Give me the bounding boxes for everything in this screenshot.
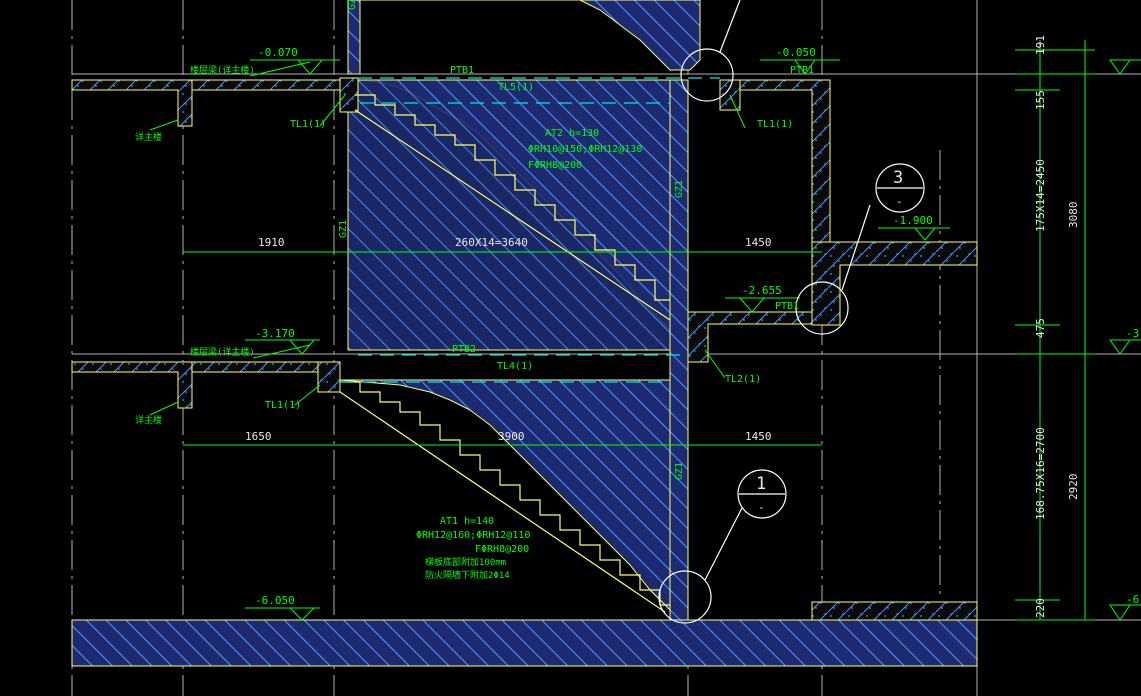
label-ptb2: PTB2 <box>452 344 476 355</box>
elev-mid-left: -3.170 <box>255 327 295 340</box>
stair-profiles <box>339 94 671 613</box>
dim-1650: 1650 <box>245 430 272 443</box>
dim-3900: 3900 <box>498 430 525 443</box>
at1-line-3: FΦRH8@200 <box>475 544 529 555</box>
dim-1450-top: 1450 <box>745 236 772 249</box>
elevation-markers <box>245 59 1141 621</box>
detail-circles <box>658 0 925 624</box>
label-tl4: TL4(1) <box>497 361 533 372</box>
at2-line-3: FΦRH8@200 <box>528 160 582 171</box>
dim-191: 191 <box>1034 35 1047 55</box>
at1-line-5: 防火隔墙下附加2Φ14 <box>425 569 510 581</box>
dim-3080: 3080 <box>1067 202 1080 229</box>
at1-line-4: 梯板底部附加100mm <box>425 556 506 568</box>
elev-mid-right-upper: -1.900 <box>893 214 933 227</box>
dim-475: 475 <box>1034 318 1047 338</box>
label-floor-note-mid: 楼层梁(详主楼) <box>190 346 255 358</box>
detail-mark-3-number: 3 <box>893 168 903 188</box>
dim-upper-riser: 175X14=2450 <box>1034 159 1047 232</box>
label-tl1-b: TL1(1) <box>757 119 793 130</box>
elev-edge-mid: -3.1 <box>1126 327 1141 340</box>
label-tl1-c: TL1(1) <box>265 400 301 411</box>
dim-lower-riser: 168.75X16=2700 <box>1034 427 1047 520</box>
elevation-texts: -0.070 -0.050 -1.900 -2.655 -3.170 -6.05… <box>255 46 1141 607</box>
label-tl2: TL2(1) <box>725 374 761 385</box>
detail-mark-1-number: 1 <box>756 474 766 494</box>
dim-upper-stair-run: 260X14=3640 <box>455 236 528 249</box>
beam-dashes <box>340 77 720 383</box>
at1-line-1: AT1 h=140 <box>440 516 494 527</box>
stair-note-at1: AT1 h=140 ΦRH12@160;ΦRH12@110 FΦRH8@200 … <box>416 516 530 581</box>
dim-1450-bottom: 1450 <box>745 430 772 443</box>
dim-220: 220 <box>1034 598 1047 618</box>
label-floor-note-top: 楼层梁(详主楼) <box>190 64 255 76</box>
dimension-texts: 1910 1450 260X14=3640 1650 3900 1450 191… <box>245 35 1080 618</box>
dim-155: 155 <box>1034 90 1047 110</box>
detail-mark-3-sub: - <box>896 195 903 208</box>
label-gz1-d: GZ1 <box>347 0 358 10</box>
at2-line-2: ΦRH10@150;ΦRH12@130 <box>528 144 642 155</box>
label-gz1-a: GZ1 <box>674 180 685 198</box>
label-main-note-mid: 详主楼 <box>135 414 162 426</box>
label-ptb1-top: PTB1 <box>450 65 474 76</box>
label-ptb1-landing: PTB1 <box>775 301 799 312</box>
dim-1910: 1910 <box>258 236 285 249</box>
at1-line-2: ΦRH12@160;ΦRH12@110 <box>416 530 530 541</box>
dim-2920: 2920 <box>1067 474 1080 501</box>
concrete-sections <box>71 0 978 667</box>
detail-mark-texts: 3 - 1 - <box>756 168 903 514</box>
label-tl1-a: TL1(1) <box>290 119 326 130</box>
label-gz1-c: GZ1 <box>674 462 685 480</box>
elev-bottom: -6.050 <box>255 594 295 607</box>
at2-line-1: AT2 h=130 <box>545 128 599 139</box>
dimension-lines <box>149 40 1095 621</box>
label-tl5: TL5(1) <box>498 82 534 93</box>
elev-edge-bottom: -6.0 <box>1126 593 1141 606</box>
elev-landing-mid: -2.655 <box>742 284 782 297</box>
stair-note-at2: AT2 h=130 ΦRH10@150;ΦRH12@130 FΦRH8@200 <box>528 128 642 171</box>
label-gz1-b: GZ1 <box>338 220 349 238</box>
label-main-note-top: 详主楼 <box>135 131 162 143</box>
elev-top-left: -0.070 <box>258 46 298 59</box>
detail-mark-1-sub: - <box>758 501 765 514</box>
member-labels: PTB1 PTB1 PTB1 PTB2 TL5(1) TL4(1) TL1(1)… <box>135 0 814 480</box>
label-ptb1-right: PTB1 <box>790 65 814 76</box>
elev-top-right: -0.050 <box>776 46 816 59</box>
